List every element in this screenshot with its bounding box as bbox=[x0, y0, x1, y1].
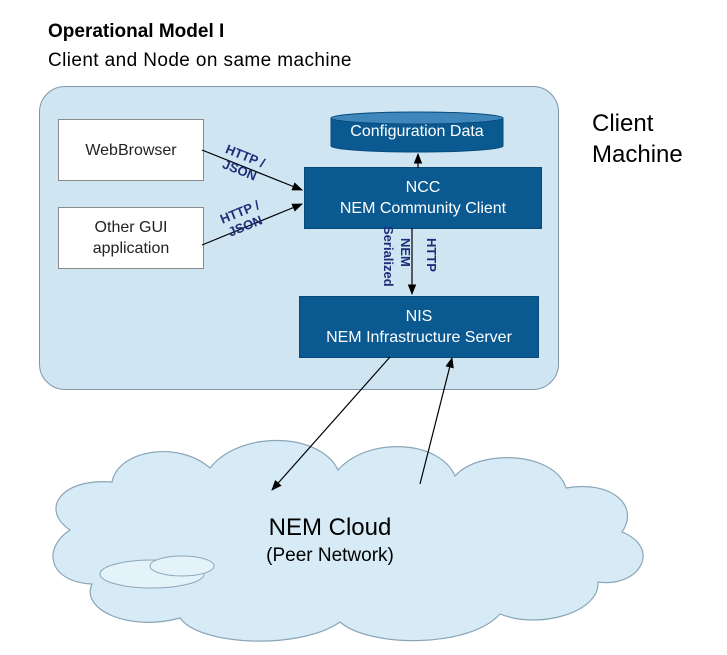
configuration-data-label: Configuration Data bbox=[350, 123, 484, 140]
nis-box: NIS NEM Infrastructure Server bbox=[299, 296, 539, 358]
other-gui-label-line2: application bbox=[92, 240, 170, 257]
ncc-label-line1: NCC bbox=[405, 179, 441, 196]
nis-label-line2: NEM Infrastructure Server bbox=[326, 329, 512, 346]
ncc-nis-nem-label: NEM bbox=[398, 238, 413, 267]
web-browser-to-ncc-arrow bbox=[201, 149, 304, 191]
ncc-nis-http-label: HTTP bbox=[424, 238, 439, 272]
client-machine-label-line1: Client bbox=[592, 110, 654, 137]
other-gui-to-ncc-arrow bbox=[201, 203, 303, 246]
diagram-subtitle: Client and Node on same machine bbox=[48, 50, 352, 71]
nem-cloud-shape bbox=[52, 439, 644, 642]
web-browser-box: WebBrowser bbox=[58, 119, 204, 181]
database-cylinder-icon bbox=[330, 111, 504, 153]
configuration-data-store: Configuration Data bbox=[330, 111, 504, 153]
nis-to-cloud-arrow bbox=[271, 356, 391, 491]
ncc-nis-serialized-label: Serialized bbox=[381, 226, 396, 287]
client-machine-label: Client Machine bbox=[592, 108, 683, 170]
nem-cloud-title: NEM Cloud bbox=[268, 514, 392, 541]
diagram-title: Operational Model I bbox=[48, 21, 225, 42]
web-browser-label: WebBrowser bbox=[85, 141, 177, 159]
cloud-to-nis-arrow bbox=[419, 356, 454, 485]
ncc-box: NCC NEM Community Client bbox=[304, 167, 542, 229]
other-gui-label-line1: Other GUI bbox=[94, 219, 168, 236]
nem-cloud-subtitle: (Peer Network) bbox=[266, 545, 394, 566]
ncc-label-line2: NEM Community Client bbox=[339, 200, 507, 217]
client-machine-label-line2: Machine bbox=[592, 141, 683, 168]
other-gui-box: Other GUI application bbox=[58, 207, 204, 269]
nis-label-line1: NIS bbox=[405, 308, 433, 325]
